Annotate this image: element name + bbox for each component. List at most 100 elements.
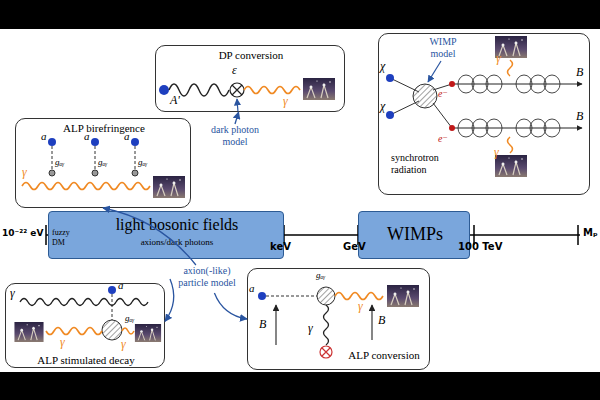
node-text: light bosonic fields <box>71 215 283 234</box>
process-box: synchrotron radiationWIMP model <box>378 33 590 195</box>
symbol-label: e⁻ <box>438 134 448 144</box>
axis-label: GeV <box>343 242 366 252</box>
axion-line <box>266 296 317 297</box>
model-arrow <box>214 293 247 319</box>
symbol-label: B⃗ <box>378 314 395 326</box>
top-bar <box>0 0 600 29</box>
wimp-dot <box>386 74 394 82</box>
photon-wave <box>22 183 150 190</box>
electron-dot <box>449 81 455 87</box>
symbol-label: χ <box>380 60 385 72</box>
node-text: WIMP model <box>423 36 463 60</box>
model-label: dark photon model <box>202 124 268 150</box>
symbol-label: γ <box>121 338 126 350</box>
electron-dot <box>449 125 455 131</box>
symbol-label: gₐᵧ <box>55 158 64 167</box>
symbol-label: a <box>41 131 47 142</box>
conversion-vertex <box>317 287 335 305</box>
field-arrow <box>371 305 372 340</box>
symbol-label: gₐᵧ <box>125 314 134 323</box>
axion-dot <box>131 138 139 146</box>
dark-photon-dot <box>159 85 169 95</box>
axion-dot <box>108 286 116 294</box>
symbol-label: a <box>84 131 90 142</box>
axion-dot <box>258 292 266 300</box>
symbol-label: γ <box>494 146 499 158</box>
model-label: WIMP model <box>423 36 463 62</box>
axion-dot <box>48 138 56 146</box>
particle-line <box>433 103 452 128</box>
symbol-label: gₐᵧ <box>316 271 325 280</box>
symbol-label: γ <box>60 336 65 348</box>
helix <box>458 75 560 137</box>
axis-label: Mₚ <box>583 228 598 238</box>
virtual-photon <box>324 305 329 345</box>
symbol-label: ε <box>232 64 237 76</box>
symbol-label: a <box>124 131 130 142</box>
symbol-label: A' <box>170 94 180 106</box>
photon-wave <box>122 328 134 334</box>
axis-tick <box>577 225 579 245</box>
node-text: ALP stimulated decay <box>6 354 166 367</box>
symbol-label: B⃗ <box>576 110 593 122</box>
symbol-label: a <box>118 280 124 291</box>
telescope-image <box>135 324 161 342</box>
model-label: axion(-like) particle model <box>170 265 244 293</box>
photon-wave <box>46 328 102 335</box>
symbol-label: a <box>249 283 255 294</box>
field-arrow <box>452 84 582 85</box>
vertex <box>92 170 98 176</box>
axis-label: 100 TeV <box>458 242 502 252</box>
axion-line <box>135 146 136 170</box>
helix-loop <box>544 75 560 93</box>
node-subtext: fuzzy DM <box>52 228 76 247</box>
node-text: DP conversion <box>156 49 346 62</box>
decay-vertex <box>102 320 122 340</box>
photon-wave <box>335 293 383 300</box>
mixing-cross <box>232 85 242 95</box>
field-source <box>320 346 332 358</box>
node-subtext: axions/dark photons <box>71 237 283 248</box>
photon-wave <box>508 60 513 76</box>
node-text: axion(-like) particle model <box>170 265 244 289</box>
symbol-label: χ <box>380 100 385 112</box>
node-text: dark photon model <box>202 124 268 148</box>
telescope-image <box>495 155 527 177</box>
axis-tick <box>45 225 47 245</box>
leader-line <box>237 99 238 112</box>
symbol-label: γ <box>308 322 313 334</box>
symbol-label: gₐᵧ <box>138 158 147 167</box>
photon-wave <box>20 299 148 306</box>
field-arrow <box>452 128 582 129</box>
telescope-image <box>387 285 419 307</box>
photon-wave <box>508 137 513 153</box>
symbol-label: γ <box>496 52 501 64</box>
symbol-label: γ <box>358 300 363 312</box>
axion-dot <box>91 138 99 146</box>
photon-wave <box>244 87 300 94</box>
axis-label: keV <box>270 242 291 252</box>
model-arrow <box>165 279 174 321</box>
axion-line <box>95 146 96 170</box>
symbol-label: γ <box>283 95 288 107</box>
wimp-dot <box>386 111 394 119</box>
field-cross <box>322 348 330 356</box>
helix-loop <box>544 119 560 137</box>
mixing-vertex <box>230 83 244 97</box>
process-box: DP conversion <box>155 45 345 112</box>
symbol-label: e⁻ <box>438 89 448 99</box>
node-text: WIMPs <box>359 224 471 246</box>
axis-label: 10⁻²² eV <box>2 229 43 238</box>
axion-line <box>52 146 53 170</box>
process-box: ALP stimulated decay <box>5 283 165 368</box>
leader-line <box>428 61 441 82</box>
symbol-label: gₐᵧ <box>98 158 107 167</box>
telescope-image <box>153 176 185 198</box>
axion-line <box>112 294 113 320</box>
telescope-image <box>14 322 43 342</box>
telescope-image <box>303 78 335 100</box>
vertex <box>49 170 55 176</box>
symbol-label: B⃗ <box>576 66 593 78</box>
